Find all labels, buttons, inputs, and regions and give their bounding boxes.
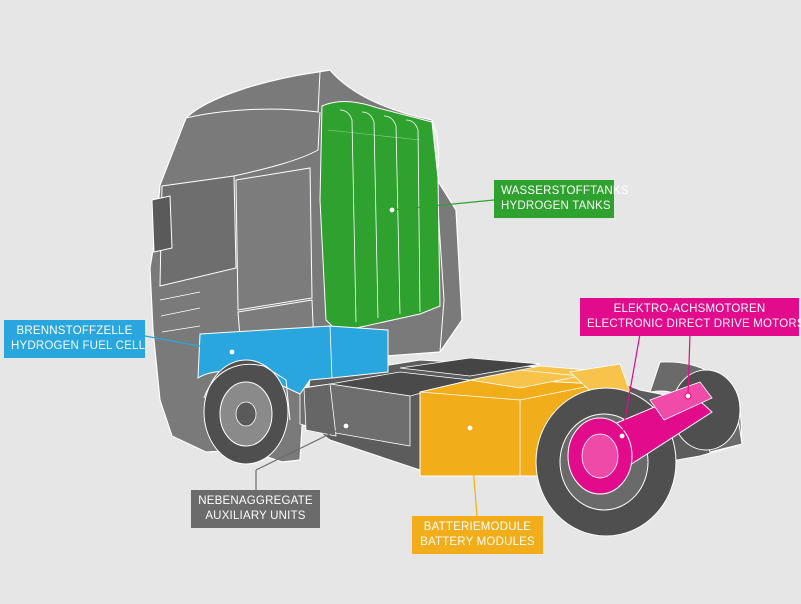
callout-hydrogen-tanks: WASSERSTOFFTANKS HYDROGEN TANKS (494, 180, 629, 218)
callout-motors-de: ELEKTRO-ACHSMOTOREN (613, 303, 766, 315)
callout-auxiliary-units-de: NEBENAGGREGATE (198, 495, 313, 507)
callout-fuel-cell: BRENNSTOFFZELLE HYDROGEN FUEL CELL (4, 320, 145, 358)
electric-motors (567, 381, 713, 495)
auxiliary-units (303, 383, 337, 437)
callout-battery-modules: BATTERIEMODULE BATTERY MODULES (412, 516, 543, 554)
callout-motors: ELEKTRO-ACHSMOTOREN ELECTRONIC DIRECT DR… (580, 298, 801, 336)
callout-auxiliary-units: NEBENAGGREGATE AUXILIARY UNITS (191, 490, 320, 528)
callout-motors-en: ELECTRONIC DIRECT DRIVE MOTORS (587, 317, 801, 330)
callout-hydrogen-tanks-de: WASSERSTOFFTANKS (501, 185, 629, 197)
callout-auxiliary-units-en: AUXILIARY UNITS (205, 509, 306, 522)
front-wheel (203, 359, 291, 465)
hydrogen-tanks (319, 101, 441, 333)
callout-fuel-cell-en: HYDROGEN FUEL CELL (11, 339, 146, 352)
leader-lines (144, 199, 692, 517)
callout-fuel-cell-de: BRENNSTOFFZELLE (16, 325, 133, 337)
callout-hydrogen-tanks-en: HYDROGEN TANKS (501, 199, 611, 212)
callout-battery-modules-en: BATTERY MODULES (420, 535, 535, 548)
callout-battery-modules-de: BATTERIEMODULE (423, 521, 532, 533)
